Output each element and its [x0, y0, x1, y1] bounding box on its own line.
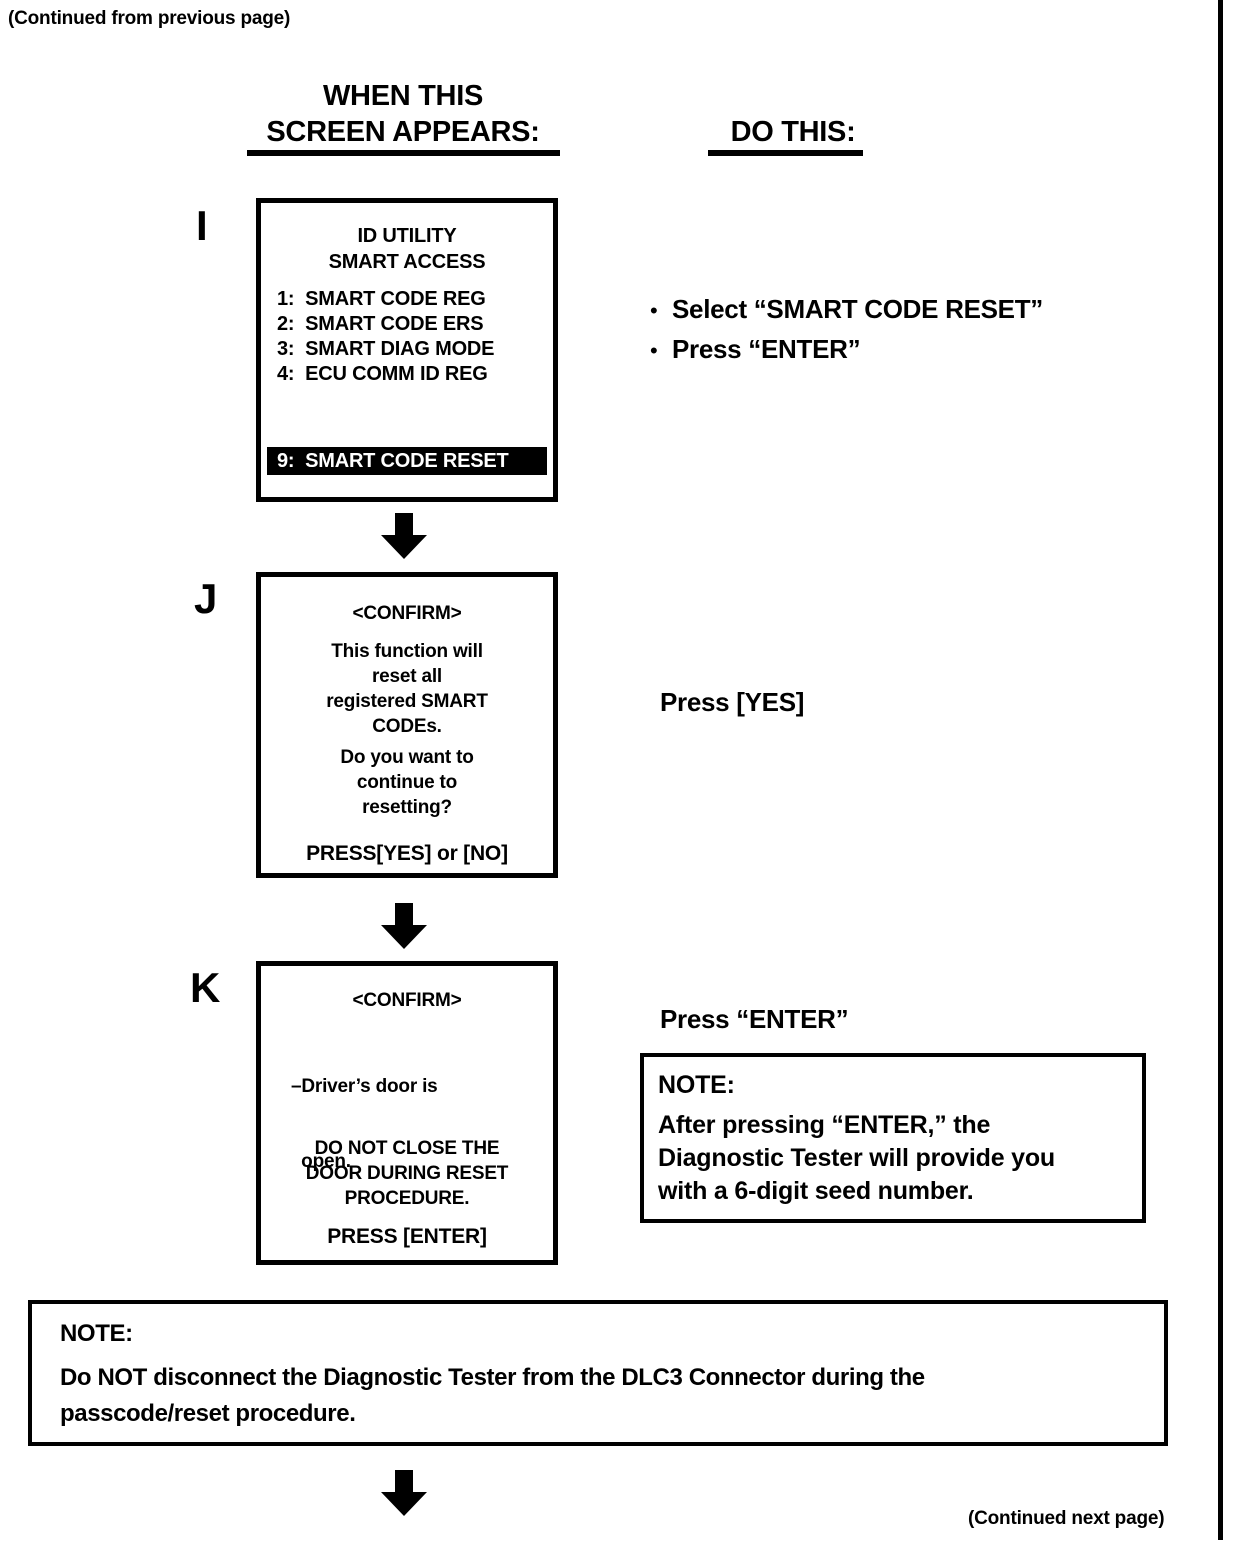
note-body-line: passcode/reset procedure. [60, 1400, 356, 1427]
bullet-dot-icon: • [650, 298, 658, 323]
step-letter-k: K [190, 964, 221, 1011]
note-body-line: with a 6-digit seed number. [658, 1177, 974, 1205]
note-label: NOTE: [658, 1071, 735, 1099]
screen-j-prompt: PRESS[YES] or [NO] [306, 842, 508, 865]
screen-j-body-line: reset all [371, 666, 443, 687]
screen-k-warning-line: DO NOT CLOSE THE [314, 1138, 500, 1159]
column-heading-action-underline [708, 150, 863, 156]
arrow-down-icon [381, 903, 427, 949]
column-heading-screen-underline [247, 150, 560, 156]
page-margin-rule [1218, 0, 1223, 1540]
screen-k-warning-line: DOOR DURING RESET [305, 1163, 509, 1184]
column-heading-screen-line1: WHEN THIS [322, 80, 483, 112]
tester-screen-i: ID UTILITY SMART ACCESS 1: SMART CODE RE… [256, 198, 558, 502]
tester-screen-j: <CONFIRM> This function will reset all r… [256, 572, 558, 878]
screen-k-warning: DO NOT CLOSE THE DOOR DURING RESET PROCE… [261, 1136, 553, 1211]
action-text: Press “ENTER” [672, 334, 861, 364]
note-label: NOTE: [60, 1320, 133, 1347]
screen-j-question-line: Do you want to [340, 747, 474, 768]
arrow-down-icon [381, 513, 427, 559]
menu-item: 2: SMART CODE ERS [277, 313, 484, 335]
note-body-line: After pressing “ENTER,” the [658, 1111, 991, 1139]
action-bullet-item: • Press “ENTER” [650, 330, 1190, 370]
bullet-dot-icon: • [650, 338, 658, 363]
column-heading-screen: WHEN THIS SCREEN APPEARS: [238, 78, 568, 150]
continued-from-previous-label: (Continued from previous page) [8, 8, 291, 29]
screen-j-question-line: resetting? [362, 797, 452, 818]
step-letter-j: J [194, 575, 218, 622]
arrow-down-icon [381, 1470, 427, 1516]
screen-k-title: <CONFIRM> [352, 990, 462, 1011]
screen-j-question: Do you want to continue to resetting? [261, 745, 553, 820]
screen-j-title: <CONFIRM> [352, 603, 462, 624]
note-body: Do NOT disconnect the Diagnostic Tester … [60, 1360, 1140, 1432]
tester-screen-k: <CONFIRM> –Driver’s door is open. DO NOT… [256, 961, 558, 1265]
note-body: After pressing “ENTER,” the Diagnostic T… [658, 1109, 1144, 1208]
note-box-step-k: NOTE: After pressing “ENTER,” the Diagno… [640, 1053, 1146, 1223]
column-heading-action: DO THIS: [648, 114, 938, 150]
screen-k-prompt: PRESS [ENTER] [327, 1225, 487, 1248]
action-text-step-j: Press [YES] [660, 687, 805, 717]
screen-j-body: This function will reset all registered … [261, 639, 553, 739]
note-body-line: Diagnostic Tester will provide you [658, 1144, 1055, 1172]
menu-item: 4: ECU COMM ID REG [277, 363, 488, 385]
menu-item: 3: SMART DIAG MODE [277, 338, 495, 360]
column-heading-action-text: DO THIS: [730, 116, 856, 148]
screen-k-status-line: –Driver’s door is [291, 1076, 438, 1097]
action-bullet-item: • Select “SMART CODE RESET” [650, 290, 1190, 330]
column-heading-screen-line2: SCREEN APPEARS: [266, 116, 540, 148]
screen-j-question-line: continue to [356, 772, 458, 793]
screen-i-menu-list: 1: SMART CODE REG 2: SMART CODE ERS 3: S… [277, 287, 495, 387]
menu-item-highlighted-smart-code-reset: 9: SMART CODE RESET [267, 447, 547, 475]
screen-i-title-line2: SMART ACCESS [328, 251, 486, 273]
screen-k-status-line: open. [291, 1151, 351, 1172]
action-list-step-i: • Select “SMART CODE RESET” • Press “ENT… [650, 290, 1190, 370]
step-letter-i: I [196, 202, 208, 249]
menu-item: 1: SMART CODE REG [277, 288, 486, 310]
screen-i-title-line1: ID UTILITY [357, 225, 457, 247]
screen-j-body-line: CODEs. [372, 716, 442, 737]
screen-j-body-line: This function will [331, 641, 483, 662]
screen-j-body-line: registered SMART [326, 691, 488, 712]
screen-k-status: –Driver’s door is open. [291, 1024, 547, 1224]
action-text: Select “SMART CODE RESET” [672, 294, 1044, 324]
action-text-step-k: Press “ENTER” [660, 1004, 849, 1034]
note-box-bottom: NOTE: Do NOT disconnect the Diagnostic T… [28, 1300, 1168, 1446]
continued-next-page-label: (Continued next page) [968, 1508, 1165, 1529]
note-body-line: Do NOT disconnect the Diagnostic Tester … [60, 1364, 925, 1391]
screen-k-warning-line: PROCEDURE. [344, 1188, 470, 1209]
